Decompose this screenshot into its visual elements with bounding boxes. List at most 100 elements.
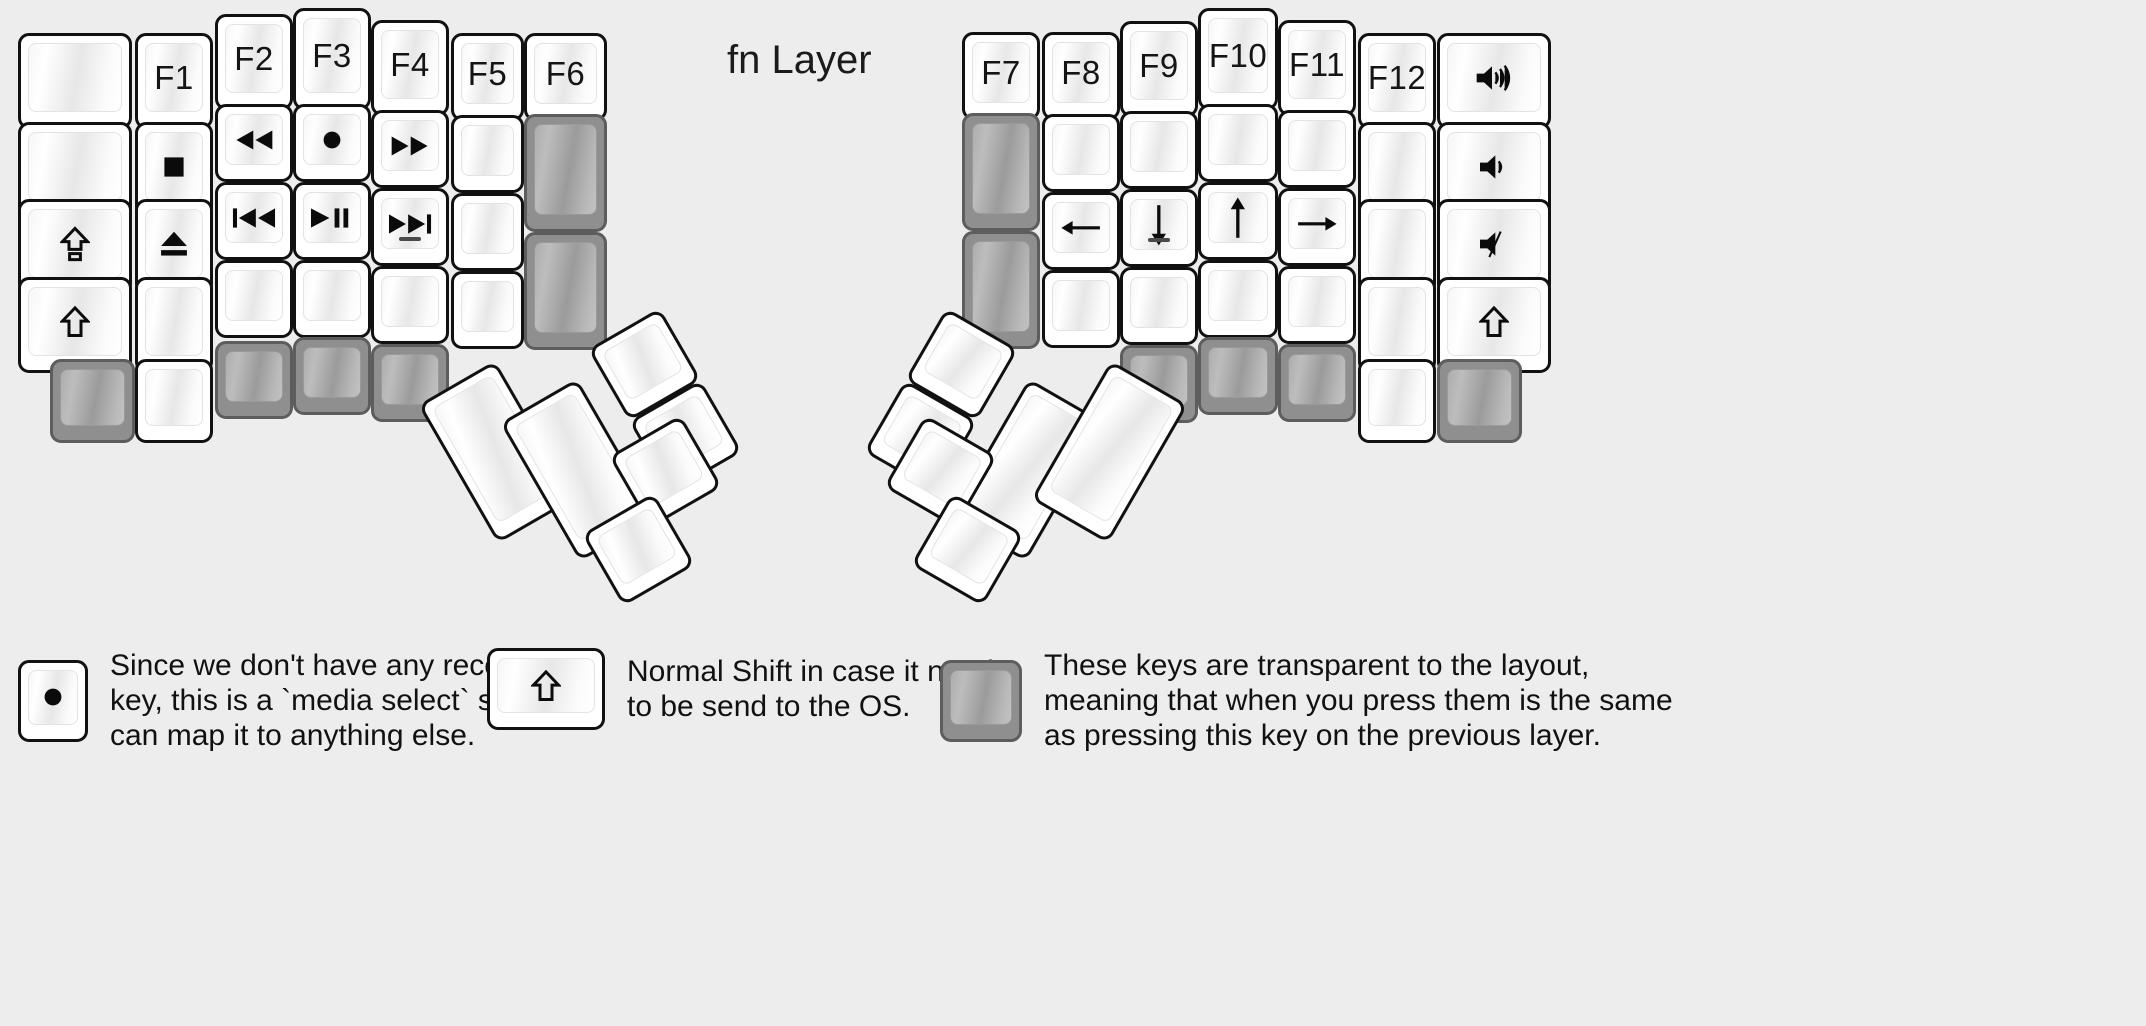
key-r-c0-r1[interactable] — [962, 113, 1040, 231]
key-l-c3-r1[interactable] — [293, 104, 371, 182]
key-l-c4-r1[interactable] — [371, 110, 449, 188]
key-cap — [303, 347, 361, 398]
key-l-c3-r4[interactable] — [293, 337, 371, 415]
key-label: F12 — [1367, 59, 1427, 96]
key-l-c2-r3[interactable] — [215, 260, 293, 338]
key-legend — [388, 133, 432, 159]
media-stop-icon — [159, 152, 189, 182]
key-l-c3-r2[interactable] — [293, 182, 371, 260]
key-cap — [1208, 270, 1268, 321]
key-r-c2-r0[interactable]: F9 — [1120, 21, 1198, 117]
key-l-c2-r2[interactable] — [215, 182, 293, 260]
key-cap — [145, 287, 203, 356]
key-cap — [1288, 198, 1346, 249]
key-cap — [381, 198, 439, 249]
key-l-c0-r0[interactable] — [18, 33, 132, 129]
key-cap: F1 — [145, 43, 203, 112]
media-prev-track-icon — [230, 204, 278, 232]
key-cap — [28, 287, 122, 356]
key-r-c3-r3[interactable] — [1198, 260, 1278, 338]
key-cap — [1048, 374, 1175, 524]
key-cap — [303, 270, 361, 321]
key-l-c4-r3[interactable] — [371, 266, 449, 344]
key-legend — [60, 305, 90, 339]
key-legend — [1060, 214, 1102, 242]
key-cap — [225, 114, 283, 165]
shift-icon — [1479, 305, 1509, 339]
key-cap — [1208, 192, 1268, 243]
key-legend — [1477, 152, 1511, 182]
key-l-c2-r0[interactable]: F2 — [215, 14, 293, 110]
key-cap — [225, 270, 283, 321]
key-l-c6-r1[interactable] — [524, 114, 607, 232]
shift-icon — [531, 669, 561, 703]
key-label: F9 — [1139, 47, 1179, 84]
key-r-c0-r0[interactable]: F7 — [962, 32, 1040, 120]
key-label: F4 — [390, 46, 430, 83]
key-l-c5-r1[interactable] — [451, 115, 524, 193]
key-cap — [1130, 121, 1188, 172]
key-cap — [1052, 280, 1110, 331]
key-r-c4-r0[interactable]: F11 — [1278, 20, 1356, 116]
key-r-c1-r0[interactable]: F8 — [1042, 32, 1120, 120]
page-title: fn Layer — [727, 38, 872, 82]
key-r-c6-r0[interactable] — [1437, 33, 1551, 129]
key-r-c1-r2[interactable] — [1042, 192, 1120, 270]
key-l-c6-r2[interactable] — [524, 232, 607, 350]
key-l-c1-r4[interactable] — [135, 359, 213, 443]
key-r-c4-r4[interactable] — [1278, 344, 1356, 422]
key-l-c2-r4[interactable] — [215, 341, 293, 419]
key-cap — [145, 132, 203, 201]
key-legend — [308, 204, 356, 232]
legend-transparent-description: These keys are transparent to the layout… — [1044, 649, 1673, 753]
legend-normal-shift: Normal Shift in case it needs to be send… — [487, 648, 1009, 730]
key-r-c3-r2[interactable] — [1198, 182, 1278, 260]
key-label: F6 — [545, 55, 586, 92]
key-cap — [303, 114, 361, 165]
key-l-c1-r0[interactable]: F1 — [135, 33, 213, 129]
key-l-c3-r0[interactable]: F3 — [293, 8, 371, 110]
key-label: F7 — [981, 54, 1021, 91]
key-l-c4-r2[interactable] — [371, 188, 449, 266]
key-cap — [225, 192, 283, 243]
media-eject-icon — [156, 227, 192, 261]
key-l-c5-r0[interactable]: F5 — [451, 33, 524, 121]
key-r-c3-r1[interactable] — [1198, 104, 1278, 182]
key-l-c5-r2[interactable] — [451, 193, 524, 271]
key-r-c5-r4[interactable] — [1358, 359, 1436, 443]
key-l-c6-r0[interactable]: F6 — [524, 33, 607, 121]
key-cap — [950, 669, 1012, 725]
media-play-pause-icon — [308, 204, 356, 232]
key-r-c6-r4[interactable] — [1437, 359, 1522, 443]
key-r-c4-r1[interactable] — [1278, 110, 1356, 188]
key-cap: F8 — [1052, 42, 1110, 103]
key-r-c2-r1[interactable] — [1120, 111, 1198, 189]
key-r-c4-r2[interactable] — [1278, 188, 1356, 266]
key-cap — [461, 125, 514, 176]
key-r-c3-r0[interactable]: F10 — [1198, 8, 1278, 110]
legend-normal-shift-sample-key — [487, 648, 605, 730]
key-cap — [381, 120, 439, 171]
key-cap — [601, 321, 685, 402]
key-legend — [156, 227, 192, 261]
key-r-c2-r2[interactable] — [1120, 189, 1198, 267]
key-cap — [1130, 199, 1188, 250]
key-l-c2-r1[interactable] — [215, 104, 293, 182]
key-cap: F2 — [225, 24, 283, 93]
key-r-c3-r4[interactable] — [1198, 337, 1278, 415]
key-label: F3 — [312, 37, 352, 74]
key-l-c4-r0[interactable]: F4 — [371, 20, 449, 116]
key-legend — [386, 210, 434, 238]
key-cap — [1288, 354, 1346, 405]
key-cap: F11 — [1288, 30, 1346, 99]
key-l-c0-r4[interactable] — [50, 359, 135, 443]
key-l-c3-r3[interactable] — [293, 260, 371, 338]
key-r-c1-r1[interactable] — [1042, 114, 1120, 192]
key-r-c4-r3[interactable] — [1278, 266, 1356, 344]
key-r-c1-r3[interactable] — [1042, 270, 1120, 348]
key-cap — [1288, 120, 1346, 171]
key-r-c2-r3[interactable] — [1120, 267, 1198, 345]
key-l-c5-r3[interactable] — [451, 271, 524, 349]
key-r-c5-r0[interactable]: F12 — [1358, 33, 1436, 129]
key-cap: F4 — [381, 30, 439, 99]
